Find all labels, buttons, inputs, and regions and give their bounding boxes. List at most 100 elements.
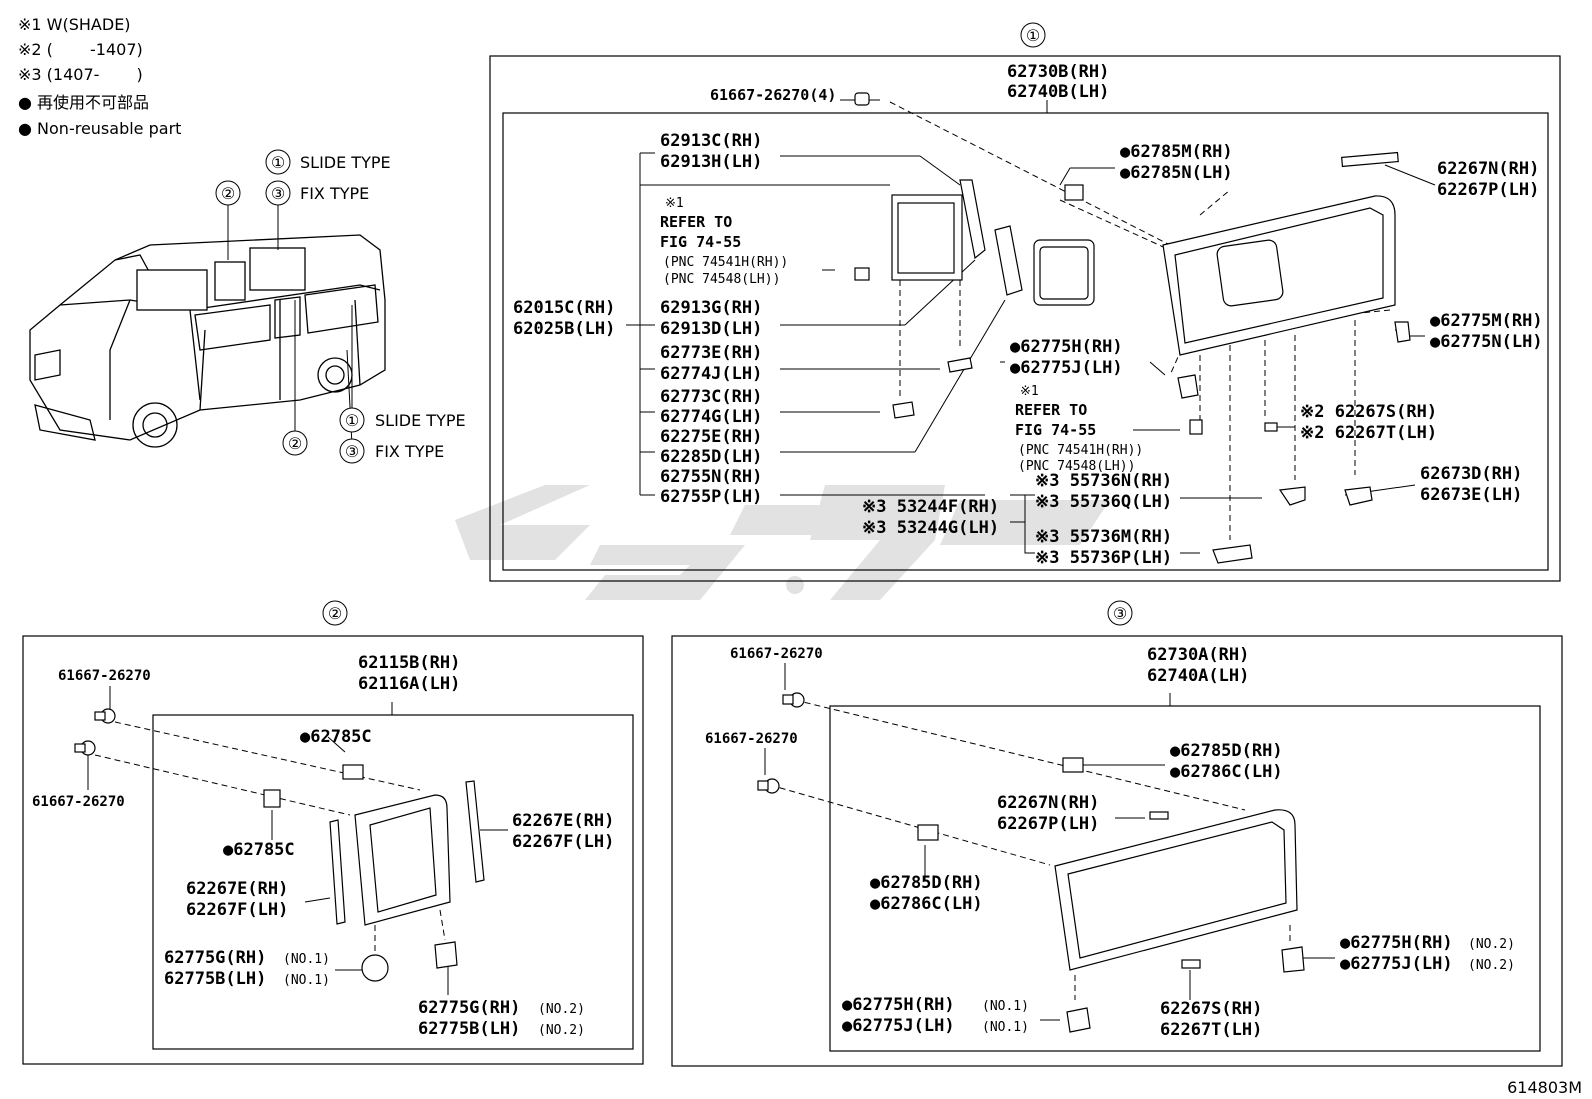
figure-id: 614803M <box>1507 1078 1582 1097</box>
s2-no1-a: (NO.1) <box>283 952 330 967</box>
s2-parts <box>74 708 485 982</box>
s1-ref2-pnc1: (PNC 74541H(RH)) <box>1018 443 1143 458</box>
s3-775h-1: ●62775H(RH) <box>842 995 955 1015</box>
s2-dashed-lines <box>94 721 446 955</box>
s1-775h: ●62775H(RH) <box>1010 337 1123 357</box>
s1-267s: ※2 62267S(RH) <box>1300 402 1437 422</box>
s2-267f-right: 62267F(LH) <box>512 832 614 852</box>
legend: ※1 W(SHADE) ※2 ( -1407) ※3 (1407- ) ● 再使… <box>18 15 181 138</box>
van-slide-type-bottom: SLIDE TYPE <box>375 411 466 430</box>
s1-244g: ※3 53244G(LH) <box>862 518 999 538</box>
s1-913c: 62913C(RH) <box>660 131 762 151</box>
s1-015c: 62015C(RH) <box>513 298 615 318</box>
section-1-marker: ① <box>1026 26 1040 45</box>
s1-ref2-to: REFER TO <box>1015 401 1087 419</box>
s2-775g-2: 62775G(RH) <box>418 998 520 1018</box>
section-2: ② 62115B(RH) 62116A(LH) ●62785C ●62785C … <box>22 600 644 1065</box>
s2-clip-a: 61667-26270 <box>58 668 151 684</box>
s1-785n: ●62785N(LH) <box>1120 163 1233 183</box>
s1-736m: ※3 55736M(RH) <box>1035 527 1172 547</box>
van-marker-3-top: ③ <box>271 184 285 203</box>
s1-736p: ※3 55736P(LH) <box>1035 548 1172 568</box>
s3-785d-a: ●62785D(RH) <box>1170 741 1283 761</box>
s1-dashed-lines <box>889 101 1400 540</box>
s2-267f-left: 62267F(LH) <box>186 900 288 920</box>
s1-brackets <box>626 99 1436 554</box>
s1-774g: 62774G(LH) <box>660 407 762 427</box>
legend-note-1: ※1 W(SHADE) <box>18 15 131 34</box>
s1-913d: 62913D(LH) <box>660 319 762 339</box>
s1-frame-lh: 62740B(LH) <box>1007 82 1109 102</box>
s2-775g-1: 62775G(RH) <box>164 948 266 968</box>
s3-775j-2: ●62775J(LH) <box>1340 954 1453 974</box>
s1-775m: ●62775M(RH) <box>1430 311 1543 331</box>
s1-ref2-mark: ※1 <box>1020 384 1039 399</box>
legend-note-2: ※2 ( -1407) <box>18 40 143 59</box>
van-fix-type-bottom: FIX TYPE <box>375 442 444 461</box>
van-illustration <box>29 234 386 448</box>
s1-ref-mark: ※1 <box>665 196 684 211</box>
s1-frame-rh: 62730B(RH) <box>1007 62 1109 82</box>
s2-775b-2: 62775B(LH) <box>418 1019 520 1039</box>
s1-rail <box>994 225 1023 296</box>
s3-786c-a: ●62786C(LH) <box>1170 762 1283 782</box>
s3-775h-2: ●62775H(RH) <box>1340 933 1453 953</box>
s3-267s: 62267S(RH) <box>1160 999 1262 1019</box>
s1-775j: ●62775J(LH) <box>1010 358 1123 378</box>
s2-116a: 62116A(LH) <box>358 674 460 694</box>
s3-leaders <box>764 663 1335 1021</box>
s2-no2-b: (NO.2) <box>538 1023 585 1038</box>
s1-913g: 62913G(RH) <box>660 298 762 318</box>
s3-786c-b: ●62786C(LH) <box>870 894 983 914</box>
s3-clip-a: 61667-26270 <box>730 646 823 662</box>
s1-parts <box>854 92 1411 564</box>
s1-755p: 62755P(LH) <box>660 487 762 507</box>
s3-no2-b: (NO.2) <box>1468 958 1515 973</box>
s1-773e: 62773E(RH) <box>660 343 762 363</box>
s2-no2-a: (NO.2) <box>538 1002 585 1017</box>
s2-267e-left: 62267E(RH) <box>186 879 288 899</box>
van-marker-1-top: ① <box>271 153 285 172</box>
s1-ref2-pnc2: (PNC 74548(LH)) <box>1018 459 1135 474</box>
section-2-marker: ② <box>328 604 342 623</box>
s1-774j: 62774J(LH) <box>660 364 762 384</box>
s1-736n: ※3 55736N(RH) <box>1035 471 1172 491</box>
s3-267n: 62267N(RH) <box>997 793 1099 813</box>
van-marker-2-top: ② <box>221 184 235 203</box>
s1-785m: ●62785M(RH) <box>1120 142 1233 162</box>
s2-clip-b: 61667-26270 <box>32 794 125 810</box>
section-1: ① 62730B(RH) 62740B(LH) 62913C(RH) 62913… <box>489 22 1561 582</box>
s3-267p: 62267P(LH) <box>997 814 1099 834</box>
van-fix-type-top: FIX TYPE <box>300 184 369 203</box>
s3-785d-b: ●62785D(RH) <box>870 873 983 893</box>
section-3-marker: ③ <box>1113 604 1127 623</box>
s1-267t: ※2 62267T(LH) <box>1300 423 1437 443</box>
van-marker-3-bottom: ③ <box>345 442 359 461</box>
legend-bullet-en: ● Non-reusable part <box>18 119 181 138</box>
s3-no1-b: (NO.1) <box>982 1020 1029 1035</box>
s2-785c-a: ●62785C <box>300 727 372 747</box>
van-marker-1-bottom: ① <box>345 411 359 430</box>
s3-parts <box>757 692 1305 1033</box>
s1-913h: 62913H(LH) <box>660 152 762 172</box>
van-slide-type-top: SLIDE TYPE <box>300 153 391 172</box>
s1-ref-fig: FIG 74-55 <box>660 233 741 251</box>
s2-115b: 62115B(RH) <box>358 653 460 673</box>
s3-267t: 62267T(LH) <box>1160 1020 1262 1040</box>
s3-clip-b: 61667-26270 <box>705 731 798 747</box>
s1-ref-pnc1: (PNC 74541H(RH)) <box>663 255 788 270</box>
van-markers: ② ③ ① SLIDE TYPE FIX TYPE ② ① SLIDE TYPE… <box>215 149 466 464</box>
s3-dashed-lines <box>769 699 1291 1000</box>
s1-736q: ※3 55736Q(LH) <box>1035 492 1172 512</box>
van-marker-2-bottom: ② <box>288 434 302 453</box>
s1-673d: 62673D(RH) <box>1420 464 1522 484</box>
s1-ref2-fig: FIG 74-55 <box>1015 421 1096 439</box>
s1-267p: 62267P(LH) <box>1437 180 1539 200</box>
s3-no1-a: (NO.1) <box>982 999 1029 1014</box>
s3-730a: 62730A(RH) <box>1147 645 1249 665</box>
s1-773c: 62773C(RH) <box>660 387 762 407</box>
s3-740a: 62740A(LH) <box>1147 666 1249 686</box>
s2-267e-right: 62267E(RH) <box>512 811 614 831</box>
s1-673e: 62673E(LH) <box>1420 485 1522 505</box>
